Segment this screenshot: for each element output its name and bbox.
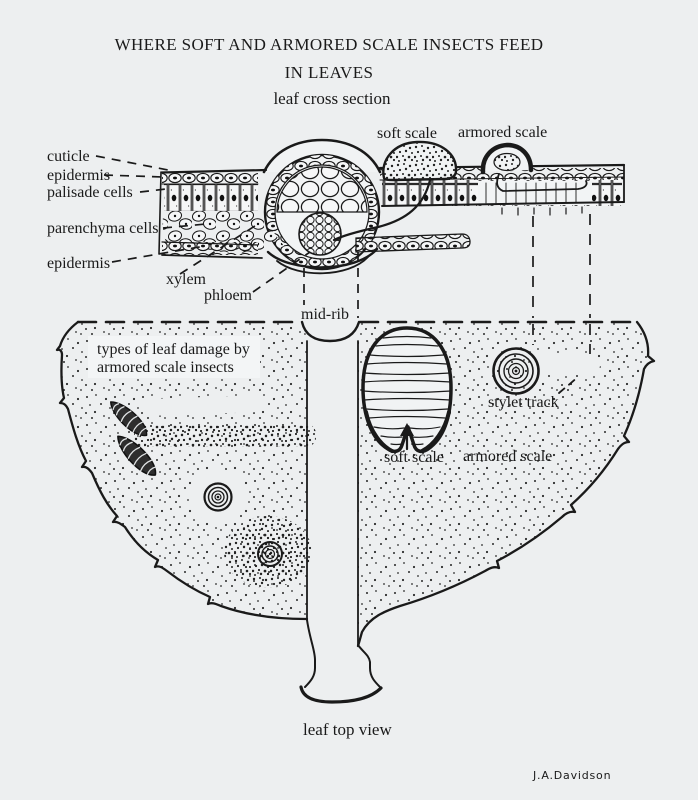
stylet-track-leader xyxy=(558,376,579,394)
label-parenchyma-cells: parenchyma cells xyxy=(47,220,159,237)
cross-section-labels: cuticle epidermis palisade cells parench… xyxy=(47,124,547,323)
label-soft-scale-cross: soft scale xyxy=(377,125,437,142)
label-midrib: mid-rib xyxy=(301,306,349,323)
label-palisade-cells: palisade cells xyxy=(47,184,133,201)
armored-scale-top-view xyxy=(492,347,540,395)
title-block: WHERE SOFT AND ARMORED SCALE INSECTS FEE… xyxy=(115,35,544,108)
damage-tick-marks xyxy=(501,206,583,216)
oystershell-scale-2 xyxy=(117,435,157,476)
xylem-cells xyxy=(276,166,368,213)
phloem-cells xyxy=(298,212,342,256)
circular-scale-dark-halo xyxy=(257,541,283,567)
damaged-palisade-zone xyxy=(478,181,592,205)
top-view-labels: types of leaf damage by armored scale in… xyxy=(97,341,611,782)
label-armored-scale-cross: armored scale xyxy=(458,124,547,141)
page-title-line2: IN LEAVES xyxy=(285,63,374,82)
label-epidermis-lower: epidermis xyxy=(47,255,110,272)
leaf-left-margin xyxy=(55,320,309,621)
leaf-cross-section-drawing xyxy=(158,138,626,275)
soft-scale-cross-section xyxy=(332,140,458,242)
leaf-top-view-drawing xyxy=(55,320,656,704)
feeding-damage-dark-areas xyxy=(134,424,316,588)
damage-note-line1: types of leaf damage by xyxy=(97,341,250,358)
soft-scale-stylet xyxy=(332,178,432,242)
label-phloem: phloem xyxy=(204,287,253,304)
notch-arrow-head xyxy=(400,423,414,436)
leaf-right-margin xyxy=(356,320,656,648)
label-cuticle: cuticle xyxy=(47,148,90,165)
page-title-line1: WHERE SOFT AND ARMORED SCALE INSECTS FEE… xyxy=(115,35,544,54)
damage-note-box xyxy=(88,336,260,378)
label-epidermis-upper: epidermis xyxy=(47,167,110,184)
label-stylet-track: stylet track xyxy=(488,394,559,411)
cross-section-caption: leaf cross section xyxy=(273,89,391,108)
oystershell-scale-1 xyxy=(110,401,148,437)
artist-signature: J.A.Davidson xyxy=(532,769,611,782)
armored-scale-cross-section xyxy=(480,142,534,175)
midrib-band xyxy=(299,320,383,704)
armored-scale-stylet xyxy=(496,173,588,192)
soft-scale-ridges xyxy=(362,335,452,446)
soft-scale-top-view xyxy=(361,326,453,454)
label-xylem: xylem xyxy=(166,271,207,288)
label-armored-scale-top: armored scale xyxy=(463,448,552,465)
damage-note-line2: armored scale insects xyxy=(97,359,234,376)
label-soft-scale-top: soft scale xyxy=(384,449,444,466)
circular-scale-pale-halo xyxy=(203,482,233,512)
top-view-caption: leaf top view xyxy=(303,720,392,739)
leader-lines xyxy=(95,155,591,362)
